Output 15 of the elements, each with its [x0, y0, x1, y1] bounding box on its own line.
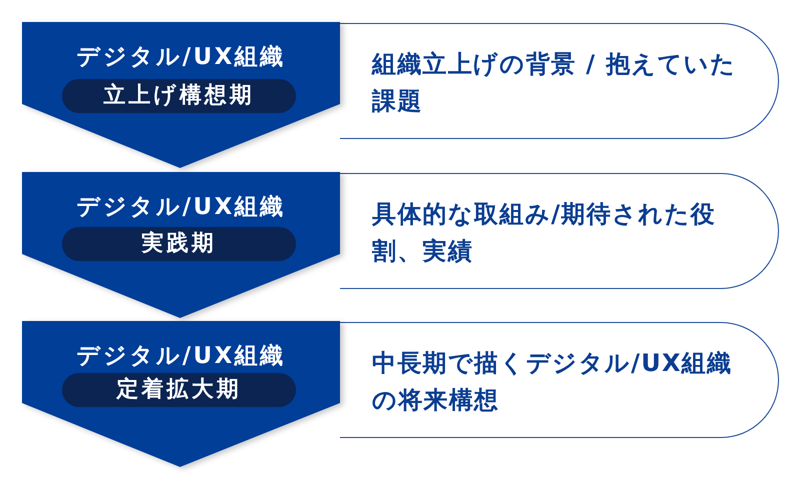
description-panel [340, 322, 779, 438]
description-text: 中長期で描くデジタル/UX組織の将来構想 [372, 348, 734, 416]
description-panel [340, 173, 779, 289]
phase-heading: デジタル/UX組織 [76, 193, 286, 222]
phase-heading: デジタル/UX組織 [76, 43, 286, 72]
phase-banner [22, 172, 340, 318]
description-text: 組織立上げの背景 / 抱えていた課題 [372, 49, 738, 117]
description-text: 具体的な取組み/期待された役割、実績 [372, 199, 717, 267]
phase-tag: 立上げ構想期 [62, 79, 296, 113]
phase-banner [22, 321, 340, 467]
phase-banner [22, 22, 340, 168]
phase-tag: 定着拡大期 [62, 373, 296, 407]
phase-heading: デジタル/UX組織 [76, 342, 286, 371]
description-panel [340, 23, 779, 139]
phase-tag: 実践期 [62, 227, 296, 261]
